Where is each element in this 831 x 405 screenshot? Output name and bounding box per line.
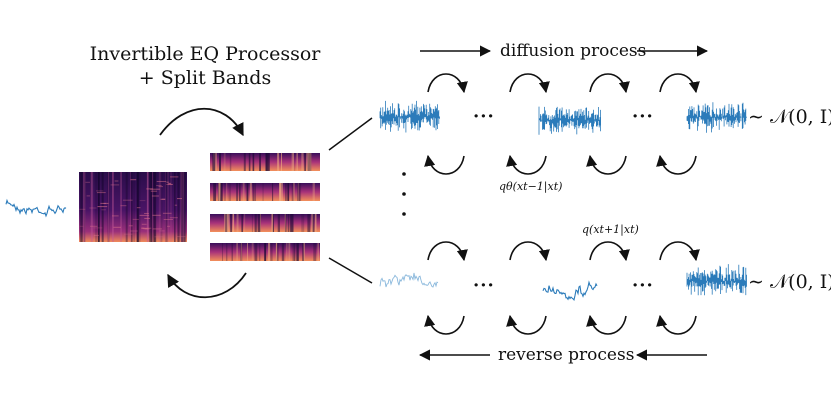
partial-waveform-bottom-2 bbox=[542, 280, 598, 302]
diffusion-process-label: diffusion process bbox=[500, 41, 647, 61]
ellipsis-bottom-2: ··· bbox=[632, 275, 654, 296]
input-waveform bbox=[5, 198, 67, 218]
spectrogram bbox=[79, 172, 187, 242]
step-arrows bbox=[424, 73, 700, 335]
q-forward-label: q(xt+1|xt) bbox=[582, 223, 639, 236]
connector-top bbox=[328, 117, 373, 151]
noise-waveform-top-1 bbox=[379, 100, 440, 133]
ellipsis-top-2: ··· bbox=[632, 106, 654, 127]
normal-dist-bottom: ∼ 𝒩(0, I) bbox=[748, 271, 831, 293]
q-theta-label: qθ(xt−1|xt) bbox=[499, 180, 563, 193]
noise-waveform-top-3 bbox=[686, 102, 747, 133]
title-line-1: Invertible EQ Processor bbox=[89, 43, 321, 65]
split-bands bbox=[210, 153, 320, 261]
noise-waveform-bottom-3 bbox=[686, 264, 747, 296]
clean-waveform-bottom-1 bbox=[379, 272, 439, 288]
ellipsis-bottom-1: ··· bbox=[473, 275, 495, 296]
eq-forward-arrow bbox=[159, 107, 244, 137]
title-line-2: + Split Bands bbox=[138, 67, 272, 89]
noise-waveform-top-2 bbox=[538, 106, 601, 135]
ellipsis-top-1: ··· bbox=[473, 106, 495, 127]
normal-dist-top: ∼ 𝒩(0, I) bbox=[748, 106, 831, 128]
connector-bottom bbox=[328, 257, 373, 284]
vertical-ellipsis bbox=[402, 172, 406, 216]
reverse-process-label: reverse process bbox=[498, 345, 635, 365]
eq-inverse-arrow bbox=[167, 272, 247, 299]
